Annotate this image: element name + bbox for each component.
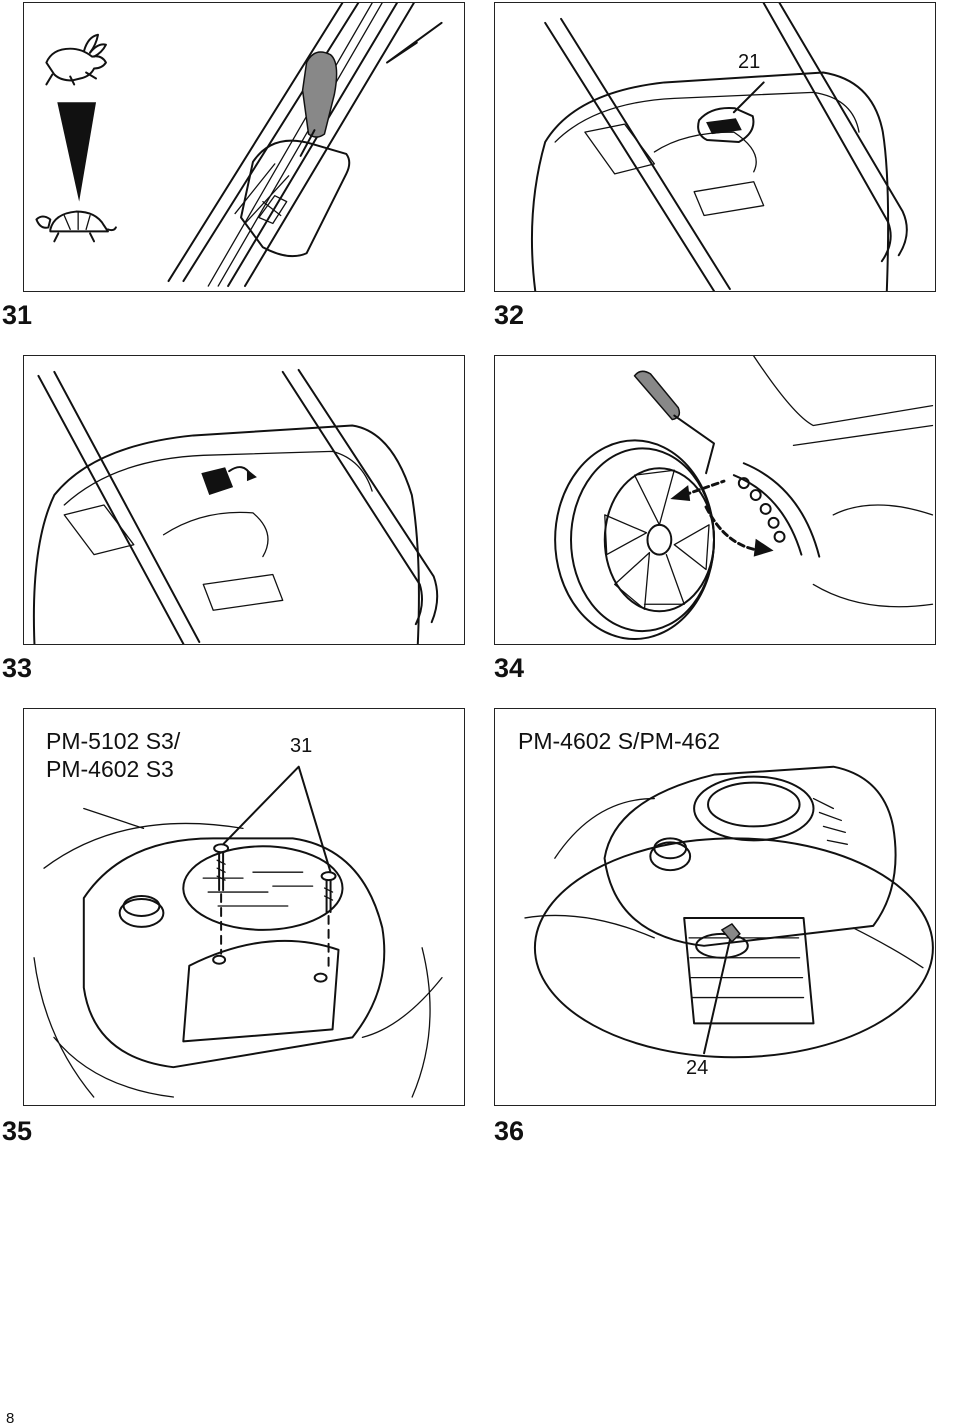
figure-33-panel — [23, 355, 465, 645]
page-number: 8 — [6, 1410, 15, 1427]
figure-33-number: 33 — [2, 653, 33, 683]
figure-31-number: 31 — [2, 300, 33, 330]
height-lever-handle — [633, 370, 681, 421]
figure-36-model-label: PM-4602 S/PM-462 — [518, 728, 720, 754]
rabbit-icon — [45, 33, 107, 86]
figure-34-panel — [494, 355, 936, 645]
figure-33-illustration — [32, 368, 439, 644]
speed-wedge-icon — [57, 102, 97, 202]
arrow-down-icon — [753, 538, 774, 557]
figure-32-panel — [494, 2, 936, 292]
figure-35-panel — [23, 708, 465, 1106]
model-line-2: PM-4602 S3 — [46, 755, 174, 782]
figure-36-number: 36 — [494, 1116, 525, 1146]
figure-36-panel — [494, 708, 936, 1106]
speed-lever-knob — [301, 51, 338, 138]
figure-34-number: 34 — [494, 653, 525, 683]
model-line-1: PM-5102 S3/ — [46, 728, 181, 754]
callout-31: 31 — [290, 735, 313, 757]
figure-31-illustration — [35, 3, 443, 288]
figure-35-number: 35 — [2, 1116, 33, 1146]
figure-32-illustration — [530, 3, 908, 291]
figure-35-illustration — [33, 765, 443, 1098]
figure-36-illustration — [524, 765, 934, 1059]
callout-21: 21 — [738, 51, 761, 73]
figure-31-panel — [23, 2, 465, 292]
height-notches — [737, 477, 786, 543]
figure-32-number: 32 — [494, 300, 525, 330]
filter-knob — [720, 922, 741, 943]
figure-35-model-label: PM-5102 S3/ PM-4602 S3 — [46, 728, 180, 783]
turtle-icon — [35, 210, 117, 243]
arrow-up-icon — [670, 485, 691, 501]
screw-left — [213, 843, 230, 892]
figure-34-illustration — [554, 356, 934, 641]
callout-24: 24 — [686, 1057, 709, 1079]
screw-right — [320, 871, 337, 913]
